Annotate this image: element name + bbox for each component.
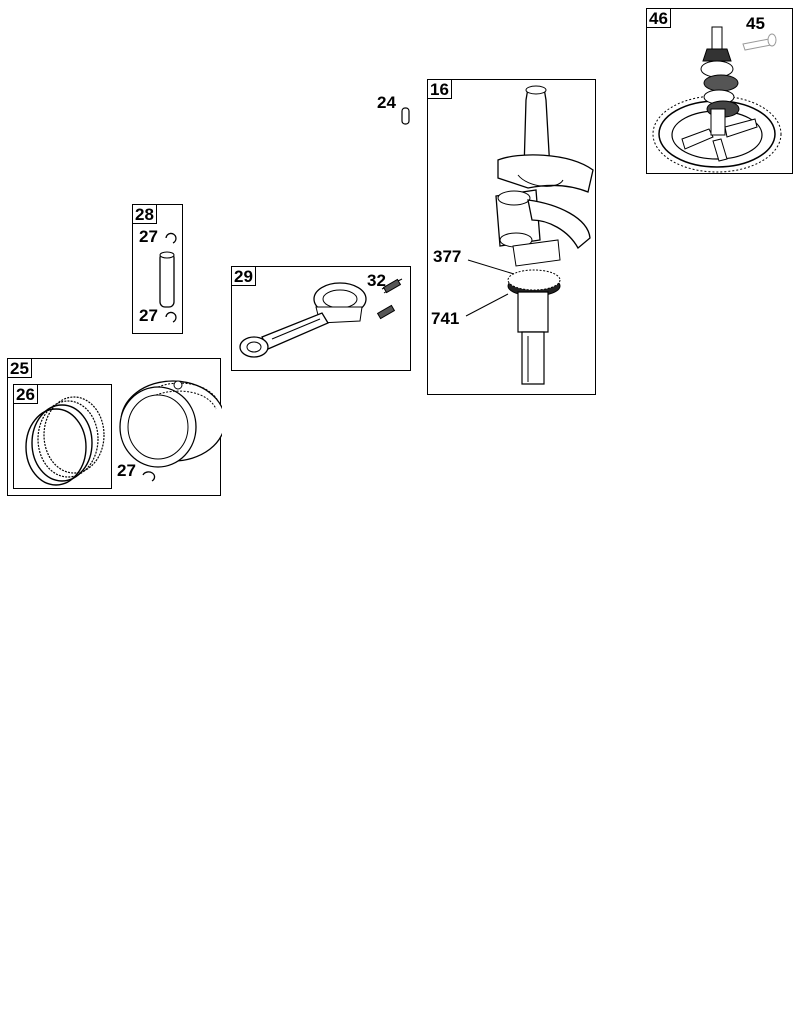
crankshaft-illustration	[428, 80, 597, 396]
callout-32: 32	[367, 271, 386, 290]
camshaft-illustration	[647, 9, 794, 175]
box-label-28: 28	[132, 204, 157, 224]
callout-27-lower: 27	[139, 306, 158, 325]
camshaft-box: 46 45	[646, 8, 793, 174]
callout-45: 45	[746, 14, 765, 33]
piston-assembly-box: 25 27 26	[7, 358, 222, 497]
piston-pin-illustration	[133, 205, 184, 335]
piston-rings-box: 26	[13, 384, 112, 489]
piston-illustration	[8, 359, 222, 497]
crankshaft-box: 16 377 741	[427, 79, 596, 395]
callout-24: 24	[377, 93, 396, 112]
callout-377: 377	[433, 247, 462, 266]
callout-27-upper: 27	[139, 227, 158, 246]
piston-pin-box: 28 27 27	[132, 204, 183, 334]
connecting-rod-illustration	[232, 267, 412, 372]
box-label-26: 26	[13, 384, 38, 404]
callout-741: 741	[431, 309, 460, 328]
connecting-rod-box: 29 32	[231, 266, 411, 371]
box-label-25: 25	[7, 358, 32, 378]
box-label-16: 16	[427, 79, 452, 99]
box-label-29: 29	[231, 266, 256, 286]
piston-rings-illustration	[14, 385, 113, 490]
box-label-46: 46	[646, 8, 671, 28]
callout-27-piston: 27	[117, 461, 136, 480]
